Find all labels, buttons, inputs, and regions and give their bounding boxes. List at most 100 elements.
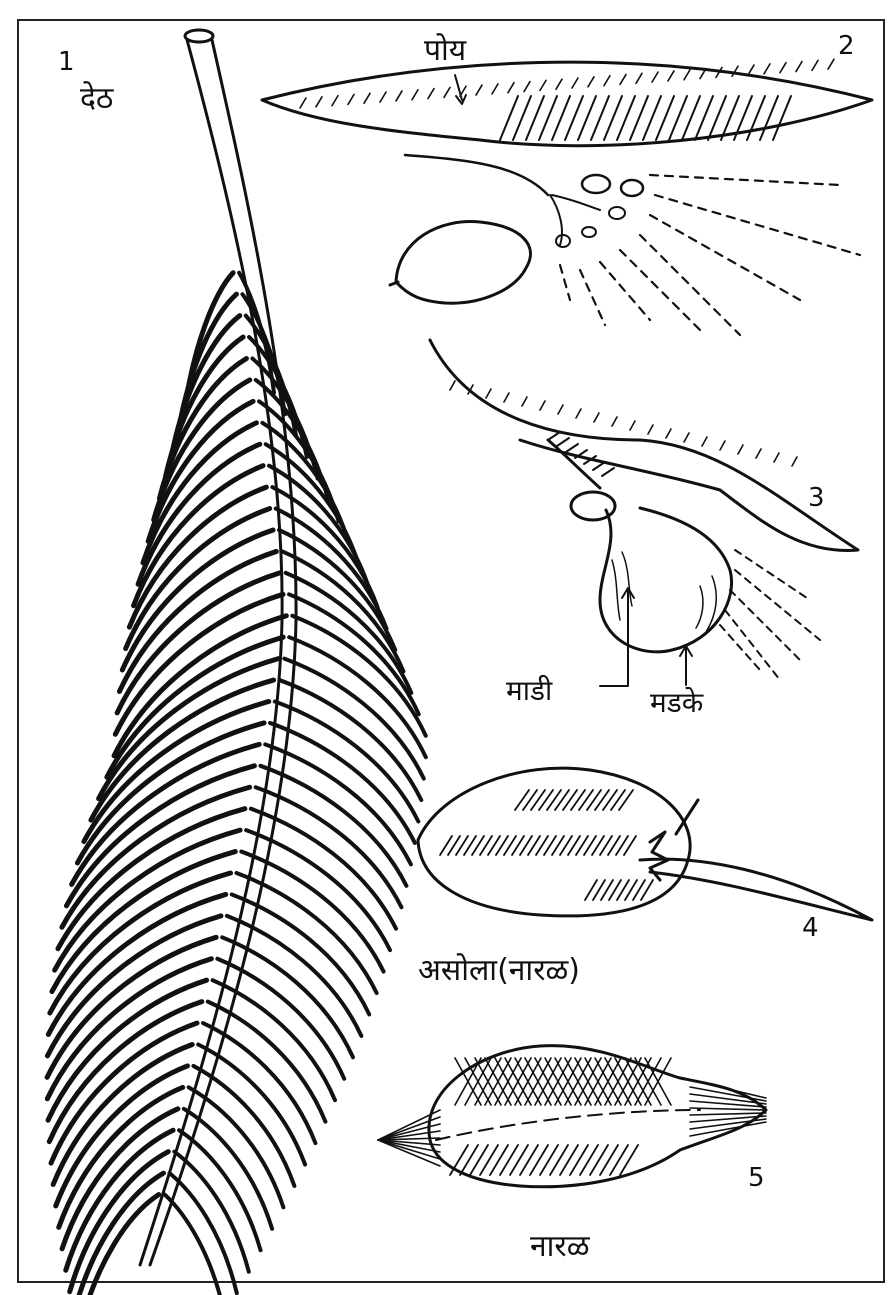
spathe-tick [668,71,674,81]
tender-hatch-top [587,790,601,810]
spathe-tick [300,98,306,108]
spathe-3-tick [540,401,545,410]
tender-coconut-hatching [440,790,653,900]
spathe-3-tick [792,457,797,466]
panel-2-number: 2 [838,31,855,61]
spikelet-strands [560,175,860,335]
coconut-hatch-bottom [570,1145,588,1175]
leaflet-right [241,852,383,972]
spadix-bands [602,468,614,476]
spathe-3-tick [558,405,563,414]
tender-hatch-top [619,790,633,810]
tender-hatch-top [571,790,585,810]
panel-3-label-madke: मडके [650,686,704,719]
spathe-tick [684,70,690,80]
panel-4-number: 4 [802,913,819,943]
inflorescence-stalk [405,155,548,195]
spathe-tick [428,89,434,99]
coconut-hatch-bottom [470,1145,488,1175]
leaflet-right [237,873,377,993]
male-flower-3 [556,235,570,247]
sap-strand [735,570,820,640]
spikelet-strand [580,270,605,325]
spathe-tick [796,62,802,72]
coconut-hatch-bottom [480,1145,498,1175]
coconut-ridge [436,1110,700,1140]
spathe-3-tick [504,393,509,402]
spathe-tick [764,64,770,74]
spathe-3-tick [774,453,779,462]
tender-hatch-top [579,790,593,810]
panel-1-number: 1 [58,47,75,77]
coconut-hatch-bottom [510,1145,528,1175]
coconut-hatch-bottom [550,1145,568,1175]
coconut-hatch-bottom [500,1145,518,1175]
spikelet-strand [600,262,650,320]
spathe-3-tick [756,449,761,458]
page-border [18,20,884,1282]
spathe-tick [604,76,610,86]
frond-rachis-right-edge [150,40,296,1265]
flower-stalk-2 [552,195,600,210]
spathe-tick [492,84,498,94]
flower-stalk-1 [550,195,562,245]
tender-hatch-top [523,790,537,810]
coconut-hatch-bottom [530,1145,548,1175]
leaflet-right [232,894,369,1014]
spathe-tick [524,82,530,92]
panel-1-label: देठ [80,81,114,116]
coconut-hatch-bottom [620,1145,638,1175]
spikelet-strand [655,195,860,255]
spathe-tick [652,72,658,82]
coconut-hatch-bottom [580,1145,598,1175]
leaflet-right [272,487,377,607]
spathe-3-tick [738,445,743,454]
panel-3-label-madi: माडी [506,674,553,707]
panel-5-label: नारळ [530,1229,591,1264]
female-flower-1 [582,175,610,193]
spathe-3-tick [594,413,599,422]
panel-3-pot: माडी मडके 3 [430,340,858,719]
spathe-3-tick [612,417,617,426]
spathe-tick [396,91,402,101]
spathe-tick [620,74,626,84]
coconut-hatch-bottom [540,1145,558,1175]
panel-5-coconut: नारळ 5 [378,1046,766,1264]
coconut-hatching [450,1058,671,1175]
young-nut [396,222,530,304]
spathe-tick [588,77,594,87]
fibre-strand-right [690,1113,766,1115]
panel-2-label: पोय [424,33,467,68]
tender-coconut-stalk [640,859,872,920]
spathe-tick [380,92,386,102]
spathe-tick [412,90,418,100]
leaflet-right [227,916,361,1036]
coconut-hatch-bottom [490,1145,508,1175]
sap-strands [720,550,820,680]
spikelet-strand [650,215,800,300]
spadix-bands [548,432,560,440]
spathe-tick [508,83,514,93]
leaflet-right [165,1195,225,1295]
spathe-3-tick [630,421,635,430]
spathe-tick [556,79,562,89]
spathe-tick [348,94,354,104]
panel-2-spathe: पोय 2 [262,31,872,335]
spadix-bands [566,444,578,452]
spathe-3-hatching [450,381,797,476]
tender-hatch-top [595,790,609,810]
spathe-3-tick [486,389,491,398]
spathe-3-outline [430,340,858,550]
pot-body [600,508,732,652]
tender-hatch-top [531,790,545,810]
sap-strand [725,610,780,680]
spathe-3-tick [576,409,581,418]
spathe-tick [332,96,338,106]
spathe-tick [444,87,450,97]
spathe-tick [780,63,786,73]
spathe-3-tick [684,433,689,442]
female-flower-2 [621,180,643,196]
label-arrow-madi [600,590,628,686]
spathe-tick [748,65,754,75]
